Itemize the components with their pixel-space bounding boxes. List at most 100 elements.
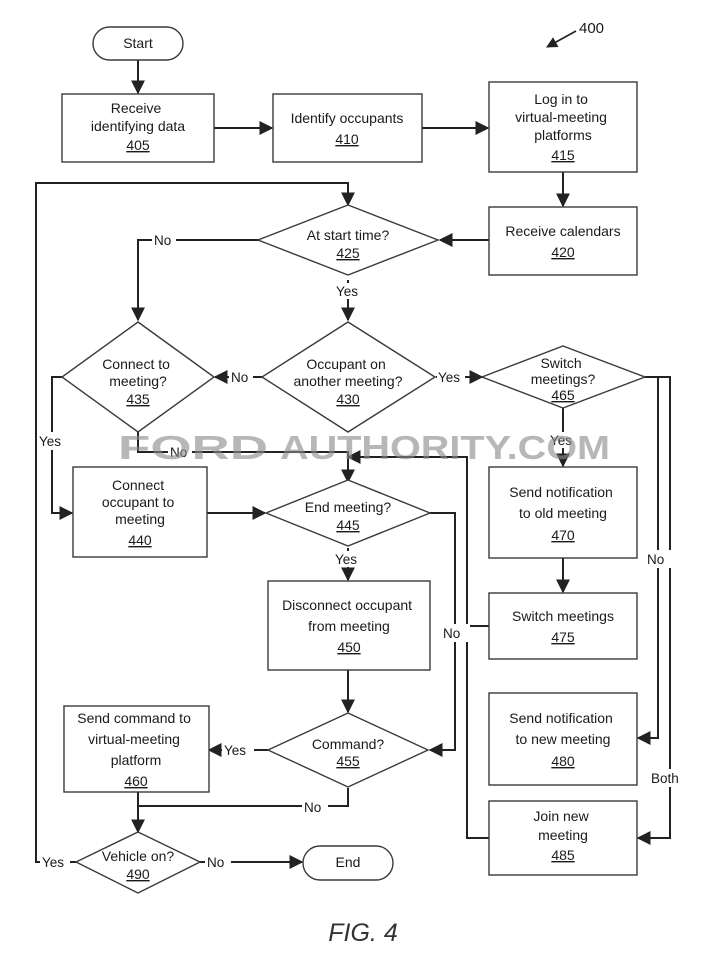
node-445-number: 445 xyxy=(336,517,360,533)
node-485: Join new meeting 485 xyxy=(488,800,638,876)
node-485-line: Join new xyxy=(533,808,589,824)
node-480-line: Send notification xyxy=(509,710,613,726)
node-465: Switch meetings? 465 xyxy=(480,345,647,409)
svg-text:Identify occupants: Identify occupants xyxy=(291,110,404,126)
node-460-line: platform xyxy=(111,752,162,768)
node-440: Connect occupant to meeting 440 xyxy=(72,466,208,558)
svg-text:Receive identifying data: Receive identifying data xyxy=(91,100,185,134)
node-490-number: 490 xyxy=(126,866,150,882)
edge-label-yes-430: Yes xyxy=(438,370,460,385)
node-440-line: meeting xyxy=(115,511,165,527)
edge-label-yes-455: Yes xyxy=(224,743,246,758)
svg-text:Log in to virtual-meetin: Log in to virtual-meeting platforms xyxy=(515,91,611,143)
edge-label-yes-435: Yes xyxy=(39,434,61,449)
edge-485-return xyxy=(346,450,489,839)
svg-text:Command?: Command? xyxy=(312,736,385,752)
node-405: Receive identifying data 405 xyxy=(61,93,215,163)
edge-455-no xyxy=(138,788,349,807)
node-405-number: 405 xyxy=(126,137,150,153)
node-420-number: 420 xyxy=(551,244,575,260)
edge-label-both-465: Both xyxy=(651,771,679,786)
svg-text:Vehicle on?: Vehicle on? xyxy=(102,848,175,864)
node-410-number: 410 xyxy=(335,131,359,147)
edge-label-yes-425: Yes xyxy=(336,284,358,299)
svg-text:Send notification to new: Send notification to new meeting xyxy=(509,710,616,747)
edge-465-both xyxy=(636,376,671,845)
node-440-line: occupant to xyxy=(102,494,175,510)
node-490-line: Vehicle on? xyxy=(102,848,175,864)
node-425-number: 425 xyxy=(336,245,360,261)
edge-label-no-455: No xyxy=(304,800,321,815)
node-405-line: identifying data xyxy=(91,118,185,134)
node-470-line: Send notification xyxy=(509,484,613,500)
node-480-number: 480 xyxy=(551,753,575,769)
edge-label-no-435: No xyxy=(170,445,187,460)
node-440-number: 440 xyxy=(128,532,152,548)
edge-label-yes-465: Yes xyxy=(550,433,572,448)
node-415-number: 415 xyxy=(551,147,575,163)
node-415: Log in to virtual-meeting platforms 415 xyxy=(488,81,638,173)
figure-caption: FIG. 4 xyxy=(328,919,397,947)
node-end: End xyxy=(302,845,394,881)
svg-text:Connect occupant to: Connect occupant to meeting xyxy=(102,477,178,527)
svg-text:Connect to meeting?: Connect to meeting? xyxy=(102,356,174,389)
node-465-line: Switch xyxy=(540,355,581,371)
node-445: End meeting? 445 xyxy=(264,479,432,547)
svg-text:End: End xyxy=(336,854,361,870)
node-450-number: 450 xyxy=(337,639,361,655)
node-475: Switch meetings 475 xyxy=(488,592,638,660)
node-450: Disconnect occupant from meeting 450 xyxy=(267,580,431,671)
svg-text:End meeting?: End meeting? xyxy=(305,499,392,515)
svg-text:Send notification to old: Send notification to old meeting xyxy=(509,484,616,521)
node-445-line: End meeting? xyxy=(305,499,392,515)
node-start-label: Start xyxy=(123,35,153,51)
svg-text:Disconnect occupant from: Disconnect occupant from meeting xyxy=(282,597,416,634)
node-470-line: to old meeting xyxy=(519,505,607,521)
node-455-line: Command? xyxy=(312,736,385,752)
node-435-number: 435 xyxy=(126,391,150,407)
node-480: Send notification to new meeting 480 xyxy=(488,692,638,786)
node-415-line: virtual-meeting xyxy=(515,109,607,125)
edge-label-yes-445: Yes xyxy=(335,552,357,567)
svg-text:Send command to virtual-: Send command to virtual-meeting platform xyxy=(77,710,195,768)
edge-label-yes-490: Yes xyxy=(42,855,64,870)
edge-label-no-465: No xyxy=(647,552,664,567)
node-455-number: 455 xyxy=(336,753,360,769)
svg-text:Start: Start xyxy=(123,35,153,51)
node-465-number: 465 xyxy=(551,387,575,403)
svg-text:Switch meetings?: Switch meetings? xyxy=(531,355,596,387)
edge-label-no-430: No xyxy=(231,370,248,385)
svg-text:Occupant on another meet: Occupant on another meeting? xyxy=(294,356,403,389)
node-410-line: Identify occupants xyxy=(291,110,404,126)
node-440-line: Connect xyxy=(112,477,164,493)
diagram-reference: 400 xyxy=(546,20,604,48)
node-420: Receive calendars 420 xyxy=(488,206,638,276)
node-460-line: virtual-meeting xyxy=(88,731,180,747)
node-430-number: 430 xyxy=(336,391,360,407)
node-490: Vehicle on? 490 xyxy=(74,831,202,894)
node-485-number: 485 xyxy=(551,847,575,863)
node-435: Connect to meeting? 435 xyxy=(60,321,216,433)
watermark-brand: FORD xyxy=(118,429,268,466)
node-475-number: 475 xyxy=(551,629,575,645)
node-430: Occupant on another meeting? 430 xyxy=(260,321,437,433)
watermark-site: AUTHORITY.COM xyxy=(280,429,610,466)
node-425: At start time? 425 xyxy=(256,204,440,276)
node-465-line: meetings? xyxy=(531,371,596,387)
node-end-label: End xyxy=(336,854,361,870)
node-470: Send notification to old meeting 470 xyxy=(488,466,638,559)
svg-text:Join new meeting: Join new meeting xyxy=(533,808,592,843)
node-430-line: Occupant on xyxy=(306,356,385,372)
node-435-line: Connect to xyxy=(102,356,170,372)
node-430-line: another meeting? xyxy=(294,373,403,389)
node-480-line: to new meeting xyxy=(516,731,611,747)
node-450-line: from meeting xyxy=(308,618,390,634)
node-470-number: 470 xyxy=(551,527,575,543)
edge-425-no xyxy=(131,239,260,322)
node-450-line: Disconnect occupant xyxy=(282,597,412,613)
node-405-line: Receive xyxy=(111,100,162,116)
node-455: Command? 455 xyxy=(266,712,430,788)
node-415-line: Log in to xyxy=(534,91,588,107)
node-485-line: meeting xyxy=(538,827,588,843)
